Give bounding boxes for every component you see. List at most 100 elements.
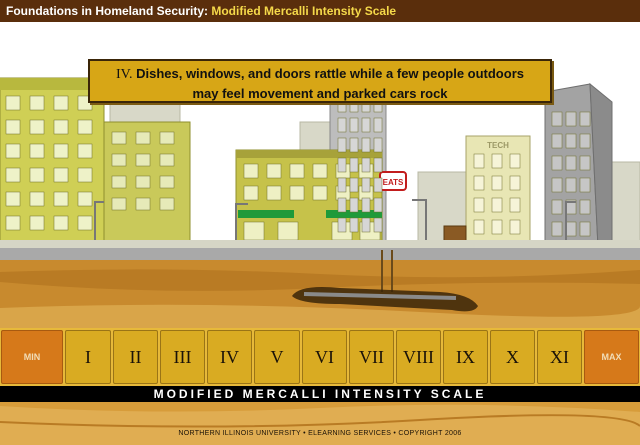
- module-title: Modified Mercalli Intensity Scale: [211, 4, 397, 18]
- window: [266, 185, 282, 201]
- window: [373, 137, 383, 153]
- scale-max-button[interactable]: MAX: [584, 330, 639, 384]
- window: [77, 191, 93, 207]
- window: [361, 217, 371, 233]
- scale-level-xi-button[interactable]: XI: [537, 330, 582, 384]
- window: [337, 117, 347, 133]
- window: [491, 175, 503, 191]
- scale-min-button[interactable]: MIN: [1, 330, 63, 384]
- window: [373, 157, 383, 173]
- window: [361, 137, 371, 153]
- window: [266, 163, 282, 179]
- footer-credits: NORTHERN ILLINOIS UNIVERSITY • ELEARNING…: [178, 430, 462, 437]
- window: [29, 215, 45, 231]
- window: [565, 133, 577, 149]
- window: [349, 157, 359, 173]
- window: [77, 167, 93, 183]
- window: [135, 131, 151, 145]
- eats-sign: EATS: [383, 178, 404, 187]
- window: [159, 175, 175, 189]
- sidewalk: [0, 240, 640, 248]
- window: [491, 153, 503, 169]
- window: [579, 177, 591, 193]
- window: [361, 157, 371, 173]
- window: [473, 197, 485, 213]
- window: [349, 117, 359, 133]
- window: [53, 119, 69, 135]
- window: [551, 111, 563, 127]
- lower-ground: [0, 402, 640, 445]
- window: [579, 221, 591, 237]
- scale-title: MODIFIED MERCALLI INTENSITY SCALE: [0, 386, 640, 402]
- scale-level-ix-button[interactable]: IX: [443, 330, 488, 384]
- window: [77, 119, 93, 135]
- city-scene: EATS TECH IV.: [0, 22, 640, 328]
- window: [243, 185, 259, 201]
- window: [29, 119, 45, 135]
- intensity-description-line-2: may feel movement and parked cars rock: [192, 86, 448, 101]
- window: [5, 143, 21, 159]
- window: [111, 175, 127, 189]
- window: [509, 197, 521, 213]
- window: [5, 167, 21, 183]
- scale-level-i-button[interactable]: I: [65, 330, 111, 384]
- window: [53, 143, 69, 159]
- building-windows: [5, 77, 591, 241]
- window: [473, 153, 485, 169]
- window: [289, 185, 305, 201]
- scale-level-ii-button[interactable]: II: [113, 330, 158, 384]
- window: [135, 197, 151, 211]
- window: [337, 137, 347, 153]
- window: [551, 199, 563, 215]
- window: [565, 221, 577, 237]
- scale-level-viii-button[interactable]: VIII: [396, 330, 441, 384]
- window: [361, 117, 371, 133]
- window: [77, 215, 93, 231]
- window: [77, 143, 93, 159]
- window: [159, 131, 175, 145]
- window: [509, 153, 521, 169]
- window: [349, 137, 359, 153]
- scale-level-x-button[interactable]: X: [490, 330, 535, 384]
- window: [29, 191, 45, 207]
- window: [135, 175, 151, 189]
- scale-level-iii-button[interactable]: III: [160, 330, 205, 384]
- window: [243, 221, 265, 241]
- intensity-description-line-1: Dishes, windows, and doors rattle while …: [136, 66, 524, 81]
- window: [159, 153, 175, 167]
- scale-level-v-button[interactable]: V: [254, 330, 300, 384]
- window: [29, 143, 45, 159]
- scale-level-vii-button[interactable]: VII: [349, 330, 394, 384]
- window: [29, 95, 45, 111]
- window: [289, 163, 305, 179]
- window: [277, 221, 299, 241]
- window: [337, 217, 347, 233]
- window: [29, 167, 45, 183]
- window: [373, 197, 383, 213]
- scale-level-vi-button[interactable]: VI: [302, 330, 347, 384]
- window: [53, 191, 69, 207]
- window: [243, 163, 259, 179]
- window: [361, 177, 371, 193]
- window: [565, 155, 577, 171]
- window: [473, 175, 485, 191]
- scale-level-iv-button[interactable]: IV: [207, 330, 252, 384]
- tech-sign: TECH: [487, 141, 509, 150]
- window: [53, 167, 69, 183]
- road: [0, 248, 640, 260]
- window: [349, 217, 359, 233]
- window: [5, 191, 21, 207]
- window: [551, 133, 563, 149]
- window: [5, 215, 21, 231]
- window: [349, 197, 359, 213]
- window: [579, 199, 591, 215]
- course-title: Foundations in Homeland Security:: [6, 4, 209, 18]
- window: [135, 153, 151, 167]
- window: [5, 119, 21, 135]
- window: [509, 219, 521, 235]
- window: [337, 177, 347, 193]
- window: [159, 197, 175, 211]
- window: [373, 217, 383, 233]
- window: [579, 111, 591, 127]
